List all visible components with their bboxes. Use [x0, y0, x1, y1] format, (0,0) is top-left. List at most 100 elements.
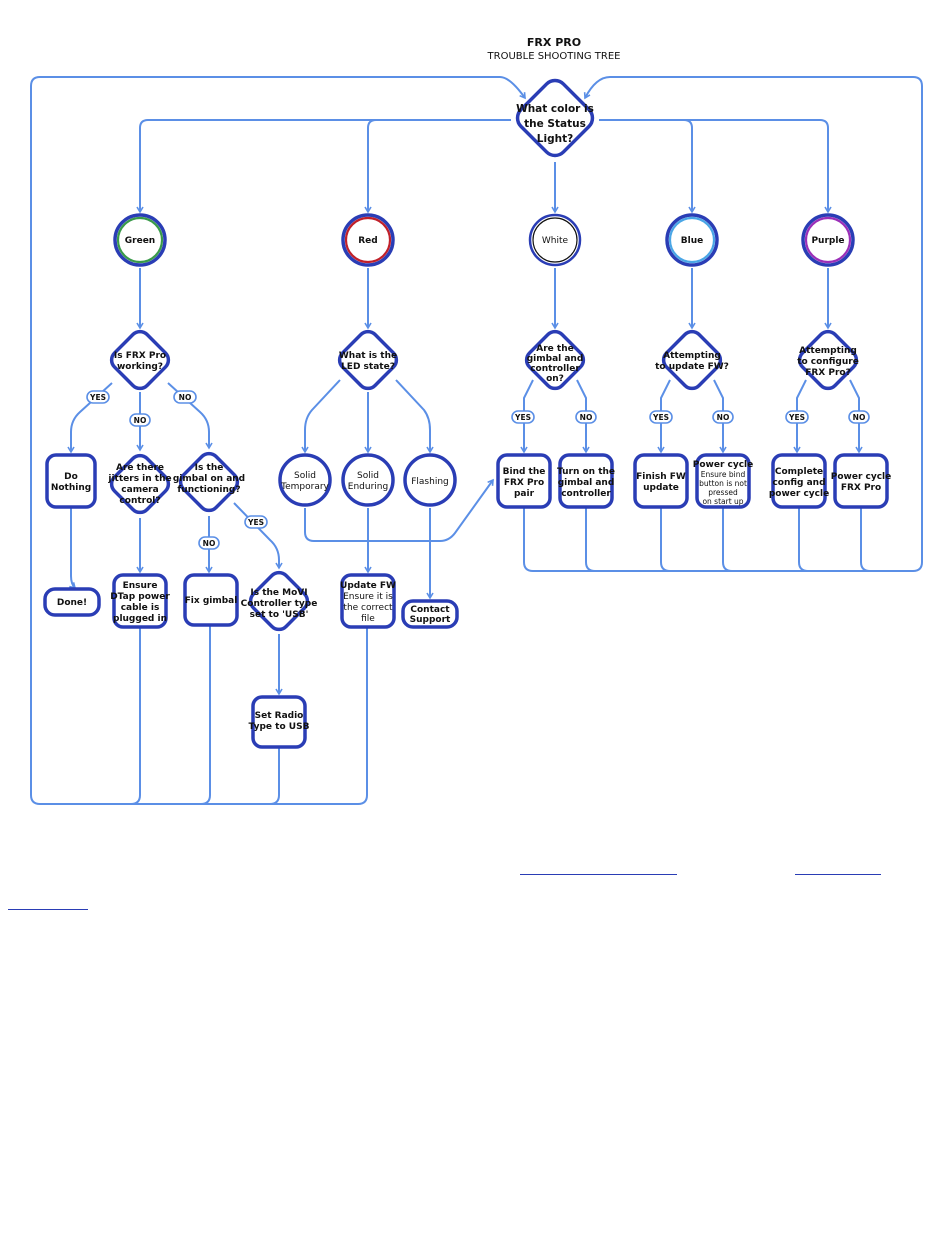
root-line-3: Light? — [537, 133, 573, 145]
edge-root-purple — [599, 119, 832, 214]
green-set-radio: Set Radio Type to USB — [249, 695, 310, 749]
svg-text:Update FW: Update FW — [340, 581, 396, 591]
edge-blue-no — [713, 379, 727, 454]
root-decision: What color is the Status Light? — [515, 78, 595, 158]
green-yes-pill: YES — [86, 390, 110, 404]
svg-text:Ensure it is: Ensure it is — [343, 592, 393, 602]
svg-text:NO: NO — [203, 539, 216, 548]
svg-text:Controller type: Controller type — [241, 599, 318, 609]
svg-text:Bind the: Bind the — [503, 467, 546, 477]
svg-text:functioning?: functioning? — [177, 485, 240, 495]
blue-finish: Finish FW update — [633, 453, 689, 509]
svg-text:file: file — [361, 614, 375, 624]
svg-text:Attempting: Attempting — [799, 346, 857, 356]
root-line-2: the Status — [524, 118, 586, 130]
diagram-subtitle: TROUBLE SHOOTING TREE — [487, 51, 621, 62]
edge-blue-yes — [657, 379, 671, 454]
status-blue-label: Blue — [681, 236, 703, 246]
svg-text:Ensure: Ensure — [123, 581, 158, 591]
green-done: Done! — [43, 587, 101, 617]
edge-green-no2 — [167, 382, 213, 450]
svg-text:Support: Support — [410, 615, 451, 625]
svg-text:Finish FW: Finish FW — [636, 472, 686, 482]
white-no-pill: NO — [575, 410, 597, 424]
svg-text:Are there: Are there — [116, 463, 164, 473]
svg-text:set to 'USB': set to 'USB' — [250, 610, 309, 620]
status-white: White — [528, 213, 582, 267]
svg-text:working?: working? — [117, 362, 163, 372]
svg-text:Do: Do — [64, 472, 78, 482]
status-purple-label: Purple — [811, 236, 844, 246]
svg-text:controller: controller — [561, 489, 611, 499]
svg-text:pair: pair — [514, 489, 535, 499]
svg-text:on start up: on start up — [702, 497, 743, 506]
svg-text:LED state?: LED state? — [341, 362, 395, 372]
svg-text:pressed: pressed — [708, 488, 738, 497]
edge-temp-bind — [304, 478, 494, 542]
svg-text:FRX Pro: FRX Pro — [504, 478, 544, 488]
svg-text:gimbal on and: gimbal on and — [173, 474, 245, 484]
status-white-label: White — [542, 236, 569, 246]
white-bind: Bind the FRX Pro pair — [496, 453, 552, 509]
svg-text:gimbal and: gimbal and — [527, 354, 584, 364]
purple-yes-pill: YES — [785, 410, 809, 424]
white-turn-on: Turn on the gimbal and controller — [557, 453, 615, 509]
edge-root-red — [364, 119, 511, 214]
svg-text:the correct: the correct — [343, 603, 393, 613]
loop-right — [523, 76, 923, 572]
red-flashing: Flashing — [403, 453, 457, 507]
svg-text:Are the: Are the — [536, 344, 573, 354]
svg-text:to update FW?: to update FW? — [655, 362, 729, 372]
svg-text:control?: control? — [119, 496, 160, 506]
link-underline-1[interactable] — [520, 874, 677, 875]
svg-text:Done!: Done! — [57, 598, 87, 608]
svg-text:Power cycle: Power cycle — [693, 460, 754, 470]
svg-text:YES: YES — [89, 393, 106, 402]
svg-text:NO: NO — [134, 416, 147, 425]
svg-text:Set Radio: Set Radio — [255, 711, 304, 721]
edge-purple-no — [849, 379, 863, 454]
svg-text:NO: NO — [580, 413, 593, 422]
status-purple: Purple — [801, 213, 855, 267]
green-q1: Is FRX Pro working? — [109, 329, 171, 391]
purple-q1: Attempting to configure FRX Pro? — [797, 329, 859, 391]
svg-text:plugged in: plugged in — [113, 614, 167, 624]
edge-purple-yes — [793, 379, 807, 454]
edge-green-yes — [67, 382, 113, 454]
svg-text:NO: NO — [853, 413, 866, 422]
loop-right-turn — [585, 508, 596, 572]
green-yes-pill-2: YES — [244, 515, 268, 529]
svg-text:Is FRX Pro: Is FRX Pro — [114, 351, 166, 361]
red-contact-support: Contact Support — [401, 599, 459, 629]
green-no-pill-2: NO — [173, 390, 197, 404]
white-q1: Are the gimbal and controller on? — [524, 329, 586, 391]
edge-red-flash — [395, 379, 434, 454]
svg-text:controller: controller — [530, 364, 580, 374]
svg-text:Nothing: Nothing — [51, 483, 91, 493]
svg-text:Enduring: Enduring — [348, 482, 388, 492]
svg-text:YES: YES — [514, 413, 531, 422]
loop-left-bottom — [131, 627, 368, 805]
link-underline-2[interactable] — [795, 874, 881, 875]
white-yes-pill: YES — [511, 410, 535, 424]
svg-text:Is the MoVI: Is the MoVI — [250, 588, 307, 598]
root-line-1: What color is — [516, 103, 594, 115]
svg-text:update: update — [643, 483, 679, 493]
edge-root-blue — [599, 119, 696, 214]
svg-text:Type to USB: Type to USB — [249, 722, 310, 732]
green-no-pill-1: NO — [129, 413, 151, 427]
svg-text:Turn on the: Turn on the — [557, 467, 615, 477]
status-green-label: Green — [125, 236, 155, 246]
svg-text:Ensure bind: Ensure bind — [701, 470, 746, 479]
svg-text:cable is: cable is — [121, 603, 160, 613]
svg-text:FRX Pro?: FRX Pro? — [805, 368, 851, 378]
green-do-nothing: Do Nothing — [45, 453, 97, 509]
link-underline-3[interactable] — [8, 909, 88, 910]
loop-left-fix — [200, 626, 211, 805]
status-red-label: Red — [358, 236, 377, 246]
purple-complete: Complete config and power cycle — [769, 453, 829, 509]
diagram-title: FRX PRO — [527, 36, 581, 49]
svg-text:Flashing: Flashing — [411, 477, 449, 487]
status-red: Red — [341, 213, 395, 267]
